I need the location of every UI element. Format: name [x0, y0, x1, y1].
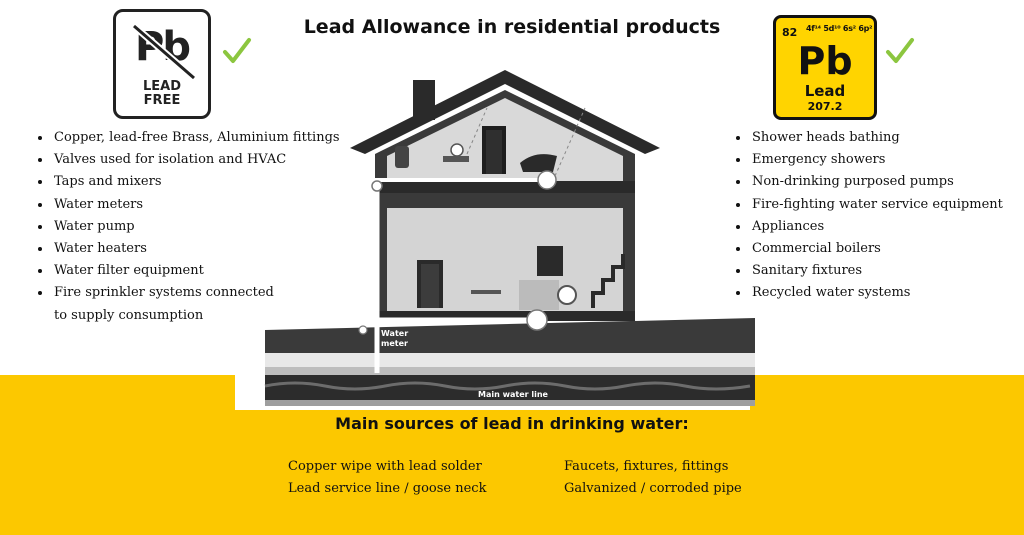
list-item: Recycled water systems	[733, 282, 1003, 304]
prohibition-slash-icon	[131, 23, 197, 81]
source-item: Lead service line / goose neck	[288, 481, 487, 496]
source-item: Faucets, fixtures, fittings	[564, 459, 729, 474]
list-item: Valves used for isolation and HVAC	[35, 149, 340, 171]
list-item: Taps and mixers	[35, 171, 340, 193]
list-item: Fire sprinkler systems connected	[35, 282, 340, 304]
sink-tap	[450, 143, 464, 157]
lead-free-badge-icon: Pb LEAD FREE	[113, 9, 211, 119]
list-item: Non-drinking purposed pumps	[733, 171, 1003, 193]
lead-free-product-list: Copper, lead-free Brass, Aluminium fitti…	[35, 127, 340, 327]
list-item: Water heaters	[35, 238, 340, 260]
water-heater	[537, 170, 557, 190]
list-item: Water meters	[35, 194, 340, 216]
list-item: Copper, lead-free Brass, Aluminium fitti…	[35, 127, 340, 149]
list-item: Emergency showers	[733, 149, 1003, 171]
ground-floor-slab	[375, 311, 635, 321]
sources-left: Copper wipe with lead solder Lead servic…	[288, 456, 486, 500]
list-item: Water filter equipment	[35, 260, 340, 282]
house-illustration: Water meter Main water line	[235, 70, 755, 410]
atomic-number: 82	[782, 26, 798, 39]
check-icon	[886, 38, 914, 63]
upper-floor-slab	[375, 181, 635, 193]
water-meter-label: meter	[381, 339, 408, 348]
list-item: Shower heads bathing	[733, 127, 1003, 149]
list-item: Sanitary fixtures	[733, 260, 1003, 282]
list-item: Commercial boilers	[733, 238, 1003, 260]
washing-machine	[557, 285, 577, 305]
roof	[350, 70, 660, 154]
toilet	[395, 146, 409, 168]
page-title: Lead Allowance in residential products	[303, 16, 721, 38]
lower-door-panel	[421, 264, 439, 308]
upper-door-panel	[486, 130, 502, 174]
sources-right: Faucets, fixtures, fittings Galvanized /…	[564, 456, 742, 500]
check-icon	[223, 38, 251, 63]
kitchen-counter	[519, 280, 559, 310]
electron-configuration: 4f¹⁴ 5d¹⁰ 6s² 6p²	[806, 24, 873, 33]
element-symbol: Pb	[797, 39, 853, 83]
list-item: Appliances	[733, 216, 1003, 238]
list-item-continuation: to supply consumption	[54, 307, 204, 323]
meter-valve	[358, 325, 368, 335]
pipe-junction	[371, 180, 383, 192]
leader-line	[466, 107, 488, 155]
stairs	[591, 254, 625, 308]
ground-top	[265, 318, 755, 353]
leader-line	[554, 107, 586, 177]
element-name: Lead	[804, 82, 846, 100]
ground-layer	[265, 353, 755, 367]
bathtub	[520, 154, 557, 172]
source-item: Copper wipe with lead solder	[288, 459, 482, 474]
water-meter-label: Water	[381, 329, 408, 338]
lead-free-line1: LEAD	[142, 79, 182, 94]
main-water-pipe	[264, 381, 751, 391]
ground-layer	[265, 400, 755, 406]
lead-allowed-product-list: Shower heads bathing Emergency showers N…	[733, 127, 1003, 305]
atomic-mass: 207.2	[807, 100, 843, 113]
lead-free-caption: LEAD FREE	[116, 80, 208, 108]
list-item: Fire-fighting water service equipment	[733, 194, 1003, 216]
band-title: Main sources of lead in drinking water:	[335, 414, 689, 433]
main-water-line-label: Main water line	[478, 390, 549, 399]
source-item: Galvanized / corroded pipe	[564, 481, 742, 496]
ground-layer	[265, 367, 755, 375]
periodic-element-icon: 82 4f¹⁴ 5d¹⁰ 6s² 6p² Pb Lead 207.2	[773, 15, 877, 120]
water-pump	[526, 309, 548, 331]
lead-free-line2: FREE	[143, 93, 181, 108]
table	[471, 290, 501, 294]
window	[537, 246, 563, 276]
list-item: Water pump	[35, 216, 340, 238]
sink	[443, 156, 469, 162]
